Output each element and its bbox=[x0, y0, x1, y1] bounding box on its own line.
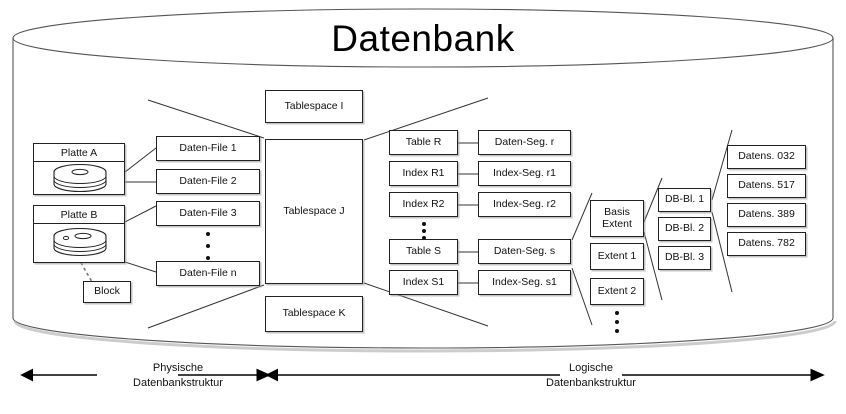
tablespace-j[interactable]: Tablespace J bbox=[265, 139, 363, 284]
tablespace-i[interactable]: Tablespace I bbox=[265, 90, 363, 123]
disk-platter-icon bbox=[34, 162, 124, 195]
db-block-2[interactable]: DB-Bl. 2 bbox=[658, 217, 711, 241]
datafile-to-tablespace-connectors bbox=[147, 99, 265, 329]
object-ellipsis-icon bbox=[420, 222, 428, 240]
db-block-3[interactable]: DB-Bl. 3 bbox=[658, 246, 711, 270]
disk-platte-a-label: Platte A bbox=[34, 144, 124, 162]
extent-ellipsis-icon bbox=[613, 311, 621, 333]
page-title: Datenbank bbox=[331, 18, 515, 59]
disk-platte-b-label: Platte B bbox=[34, 206, 124, 224]
caption-physical: Physische Datenbankstruktur bbox=[88, 361, 268, 391]
record-782[interactable]: Datens. 782 bbox=[727, 232, 806, 256]
record-032[interactable]: Datens. 032 bbox=[727, 145, 806, 169]
dbblock-to-record-connectors bbox=[711, 129, 733, 293]
segment-index-r2[interactable]: Index-Seg. r2 bbox=[478, 192, 571, 217]
disk-to-datafile-connectors bbox=[124, 147, 157, 273]
extent-basis[interactable]: Basis Extent bbox=[590, 200, 644, 237]
datafile-3[interactable]: Daten-File 3 bbox=[156, 201, 260, 226]
segment-daten-s[interactable]: Daten-Seg. s bbox=[478, 239, 571, 264]
record-389[interactable]: Datens. 389 bbox=[727, 203, 806, 227]
object-index-r2[interactable]: Index R2 bbox=[389, 192, 458, 217]
caption-logical: Logische Datenbankstruktur bbox=[501, 361, 681, 391]
db-block-1[interactable]: DB-Bl. 1 bbox=[658, 188, 711, 212]
object-to-segment-links bbox=[458, 142, 478, 284]
object-table-r[interactable]: Table R bbox=[389, 130, 458, 155]
extent-basis-line1: Basis bbox=[604, 205, 630, 218]
tablespace-k[interactable]: Tablespace K bbox=[265, 296, 363, 332]
datafile-ellipsis-icon bbox=[204, 232, 212, 260]
object-index-s1[interactable]: Index S1 bbox=[389, 270, 458, 295]
datafile-2[interactable]: Daten-File 2 bbox=[156, 169, 260, 194]
tablespace-to-object-connectors bbox=[363, 97, 489, 327]
record-517[interactable]: Datens. 517 bbox=[727, 174, 806, 198]
caption-logical-line1: Logische bbox=[568, 362, 614, 374]
extent-to-dbblock-connectors bbox=[643, 177, 663, 301]
datafile-n[interactable]: Daten-File n bbox=[156, 261, 260, 286]
disk-platte-a[interactable]: Platte A bbox=[33, 143, 125, 195]
segment-index-s1[interactable]: Index-Seg. s1 bbox=[478, 270, 571, 295]
object-table-s[interactable]: Table S bbox=[389, 239, 458, 264]
disk-platte-b[interactable]: Platte B bbox=[33, 205, 125, 263]
caption-logical-line2: Datenbankstruktur bbox=[546, 376, 636, 389]
extent-2[interactable]: Extent 2 bbox=[590, 278, 644, 305]
disk-platter-icon bbox=[34, 224, 124, 263]
extent-1[interactable]: Extent 1 bbox=[590, 243, 644, 270]
block-box[interactable]: Block bbox=[83, 281, 131, 303]
extent-basis-line2: Extent bbox=[602, 217, 632, 230]
segment-daten-r[interactable]: Daten-Seg. r bbox=[478, 130, 571, 155]
object-index-r1[interactable]: Index R1 bbox=[389, 161, 458, 186]
caption-physical-line2: Datenbankstruktur bbox=[133, 376, 223, 389]
segment-index-r1[interactable]: Index-Seg. r1 bbox=[478, 161, 571, 186]
caption-physical-line1: Physische bbox=[152, 362, 204, 374]
datafile-1[interactable]: Daten-File 1 bbox=[156, 136, 260, 161]
segment-to-extent-connectors bbox=[571, 192, 593, 326]
